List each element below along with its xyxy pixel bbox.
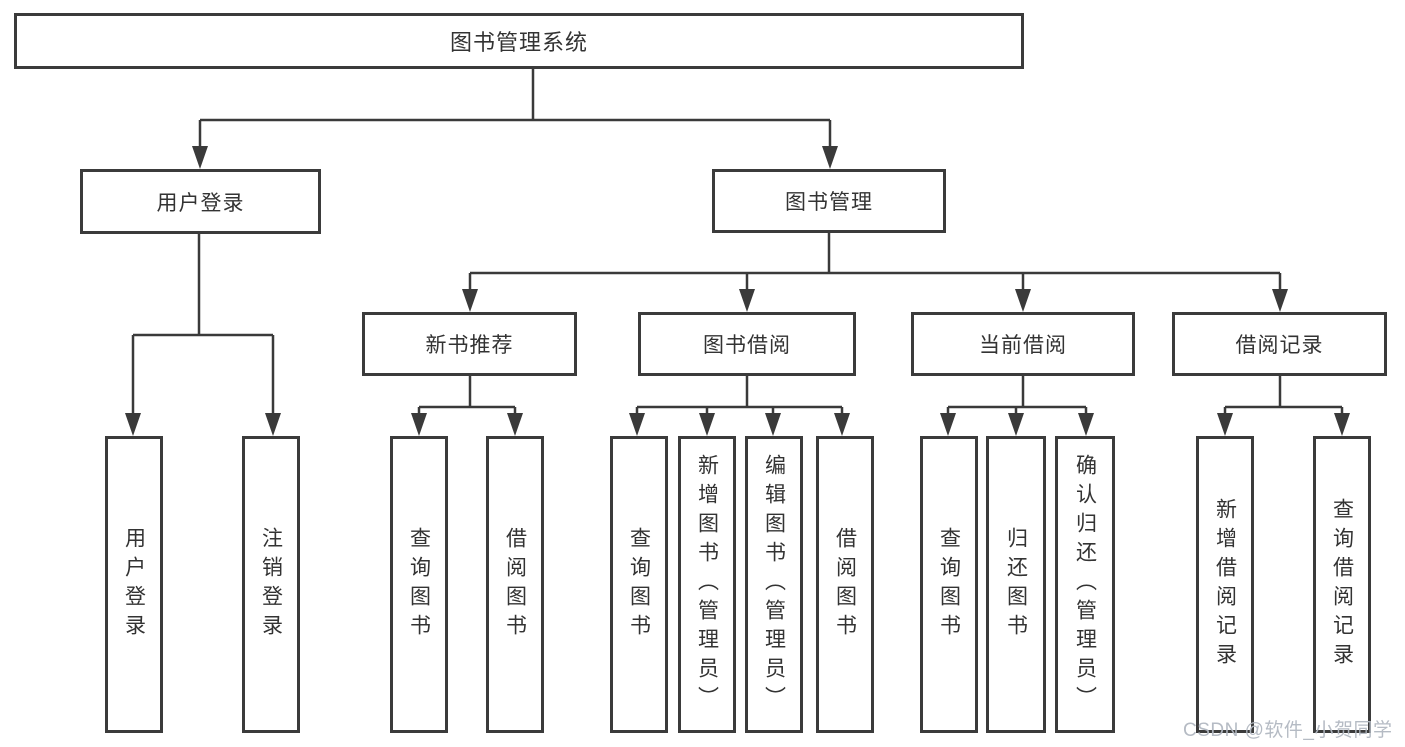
leaf-query-books-recommend: 查询图书 bbox=[390, 436, 448, 733]
csdn-watermark: CSDN @软件_小贺同学 bbox=[1183, 720, 1393, 741]
node-label: 借阅图书 bbox=[833, 526, 857, 643]
leaf-add-books-admin: 新增图书（管理员） bbox=[678, 436, 736, 733]
node-label: 新书推荐 bbox=[425, 334, 514, 357]
connector-lines bbox=[131, 69, 1344, 414]
node-book-management-module: 图书管理 bbox=[712, 169, 946, 233]
node-root-library-system: 图书管理系统 bbox=[14, 13, 1024, 69]
leaf-query-books-current: 查询图书 bbox=[920, 436, 978, 733]
node-borrow-records: 借阅记录 bbox=[1172, 312, 1387, 376]
node-label: 借阅记录 bbox=[1235, 334, 1324, 357]
node-label: 新增借阅记录 bbox=[1213, 497, 1237, 672]
node-label: 当前借阅 bbox=[979, 334, 1067, 357]
node-label: 借阅图书 bbox=[503, 526, 527, 643]
leaf-query-borrow-record: 查询借阅记录 bbox=[1313, 436, 1371, 733]
node-label: 查询图书 bbox=[627, 526, 651, 643]
node-current-borrowing: 当前借阅 bbox=[911, 312, 1135, 376]
node-label: 编辑图书（管理员） bbox=[762, 454, 786, 715]
leaf-confirm-return-admin: 确认归还（管理员） bbox=[1055, 436, 1115, 733]
leaf-logout: 注销登录 bbox=[242, 436, 300, 733]
leaf-query-books-borrowing: 查询图书 bbox=[610, 436, 668, 733]
node-label: 新增图书（管理员） bbox=[695, 454, 719, 715]
leaf-borrow-books: 借阅图书 bbox=[816, 436, 874, 733]
node-label: 用户登录 bbox=[156, 191, 245, 215]
node-user-login-module: 用户登录 bbox=[80, 169, 321, 234]
node-label: 用户登录 bbox=[122, 526, 146, 643]
leaf-return-books: 归还图书 bbox=[986, 436, 1046, 733]
node-label: 图书管理 bbox=[785, 191, 873, 214]
node-label: 查询图书 bbox=[937, 526, 961, 643]
node-label: 确认归还（管理员） bbox=[1073, 454, 1097, 715]
node-label: 归还图书 bbox=[1004, 526, 1028, 643]
node-new-book-recommend: 新书推荐 bbox=[362, 312, 577, 376]
node-label: 图书借阅 bbox=[703, 334, 791, 357]
leaf-user-login: 用户登录 bbox=[105, 436, 163, 733]
node-label: 图书管理系统 bbox=[449, 30, 588, 55]
node-label: 注销登录 bbox=[259, 526, 283, 643]
leaf-borrow-books-recommend: 借阅图书 bbox=[486, 436, 544, 733]
leaf-add-borrow-record: 新增借阅记录 bbox=[1196, 436, 1254, 733]
node-label: 查询图书 bbox=[407, 526, 431, 643]
node-label: 查询借阅记录 bbox=[1330, 497, 1354, 672]
leaf-edit-books-admin: 编辑图书（管理员） bbox=[745, 436, 803, 733]
node-book-borrowing: 图书借阅 bbox=[638, 312, 856, 376]
